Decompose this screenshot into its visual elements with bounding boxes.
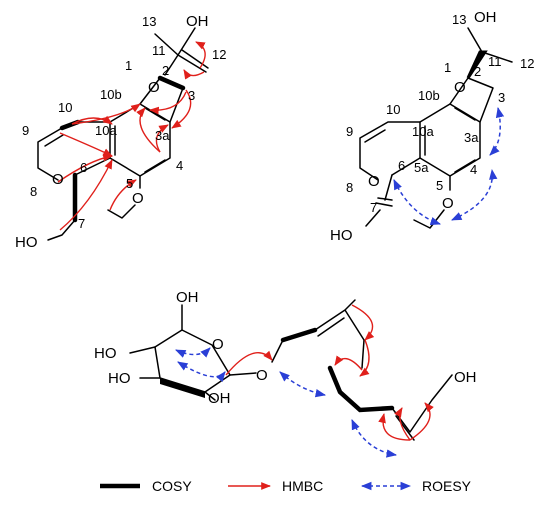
- num-b-10: 10: [386, 102, 400, 117]
- structure-a-numbers: 1 2 3 3a 4 5 6 7 8 9 10 10a 10b 11 12 13: [22, 14, 226, 231]
- legend: COSY HMBC ROESY: [100, 478, 472, 494]
- num-a-5: 5: [126, 176, 133, 191]
- num-b-12: 12: [520, 56, 534, 71]
- structure-c-hmbc: [225, 304, 434, 441]
- structure-a-o8: O: [52, 171, 64, 188]
- num-b-5: 5: [436, 178, 443, 193]
- num-a-4: 4: [176, 158, 183, 173]
- num-a-12: 12: [212, 47, 226, 62]
- structure-b: O O O HO OH 1 2 3 3a 4 5 5a 6 7 8 9 10 1…: [330, 9, 534, 244]
- structure-a-o1: O: [148, 79, 160, 96]
- structure-a-cosy: [59, 75, 186, 223]
- num-b-2: 2: [474, 64, 481, 79]
- structure-c-bonds: [129, 299, 453, 441]
- num-b-3a: 3a: [464, 130, 479, 145]
- structure-b-oh11: OH: [474, 9, 497, 26]
- num-a-9: 9: [22, 123, 29, 138]
- num-a-3: 3: [188, 88, 195, 103]
- structure-b-bonds: [359, 27, 513, 229]
- structure-c: OH HO HO OH O O OH: [94, 289, 477, 458]
- structure-b-o5: O: [442, 195, 454, 212]
- num-a-8: 8: [30, 184, 37, 199]
- structure-c-oh-top: OH: [176, 289, 199, 306]
- structure-b-ho7: HO: [330, 227, 353, 244]
- legend-roesy-label: ROESY: [422, 478, 472, 494]
- num-b-4: 4: [470, 162, 477, 177]
- num-b-10b: 10b: [418, 88, 440, 103]
- structure-c-o-link: O: [256, 367, 268, 384]
- legend-hmbc: HMBC: [228, 478, 323, 494]
- num-a-13: 13: [142, 14, 156, 29]
- structure-c-roesy: [175, 347, 398, 458]
- num-b-3: 3: [498, 90, 505, 105]
- num-a-10: 10: [58, 100, 72, 115]
- num-b-13: 13: [452, 12, 466, 27]
- legend-hmbc-label: HMBC: [282, 478, 323, 494]
- num-a-11: 11: [152, 43, 166, 58]
- num-b-1: 1: [444, 60, 451, 75]
- num-b-8: 8: [346, 180, 353, 195]
- num-a-10a: 10a: [95, 123, 117, 138]
- structure-c-ho-left: HO: [94, 345, 117, 362]
- num-a-6: 6: [80, 160, 87, 175]
- num-b-9: 9: [346, 124, 353, 139]
- num-a-2: 2: [162, 63, 169, 78]
- num-a-10b: 10b: [100, 87, 122, 102]
- structure-c-oh-bot: OH: [208, 390, 231, 407]
- num-b-5a: 5a: [414, 160, 429, 175]
- structure-b-o8: O: [368, 173, 380, 190]
- num-a-1: 1: [125, 58, 132, 73]
- structure-a-ho7: HO: [15, 234, 38, 251]
- legend-cosy: COSY: [100, 478, 192, 494]
- legend-cosy-label: COSY: [152, 478, 192, 494]
- structure-a-hmbc: [57, 41, 206, 231]
- structure-c-cosy: [280, 327, 395, 413]
- structure-c-o-ring: O: [212, 336, 224, 353]
- num-b-10a: 10a: [412, 124, 434, 139]
- structure-a: O O O HO OH 1 2 3 3a 4 5 6 7 8 9 10 10a …: [15, 13, 226, 251]
- legend-roesy: ROESY: [360, 478, 472, 494]
- structure-c-ho-mid: HO: [108, 370, 131, 387]
- structure-a-oh11: OH: [186, 13, 209, 30]
- structure-b-roesy: [393, 106, 505, 225]
- num-b-6: 6: [398, 158, 405, 173]
- num-b-7: 7: [370, 200, 377, 215]
- num-a-7: 7: [78, 216, 85, 231]
- structure-c-oh-end: OH: [454, 369, 477, 386]
- structure-b-numbers: 1 2 3 3a 4 5 5a 6 7 8 9 10 10a 10b 11 12…: [346, 12, 534, 215]
- structure-b-o1: O: [454, 79, 466, 96]
- structure-a-o5: O: [132, 190, 144, 207]
- num-a-3a: 3a: [155, 128, 170, 143]
- num-b-11: 11: [488, 54, 502, 69]
